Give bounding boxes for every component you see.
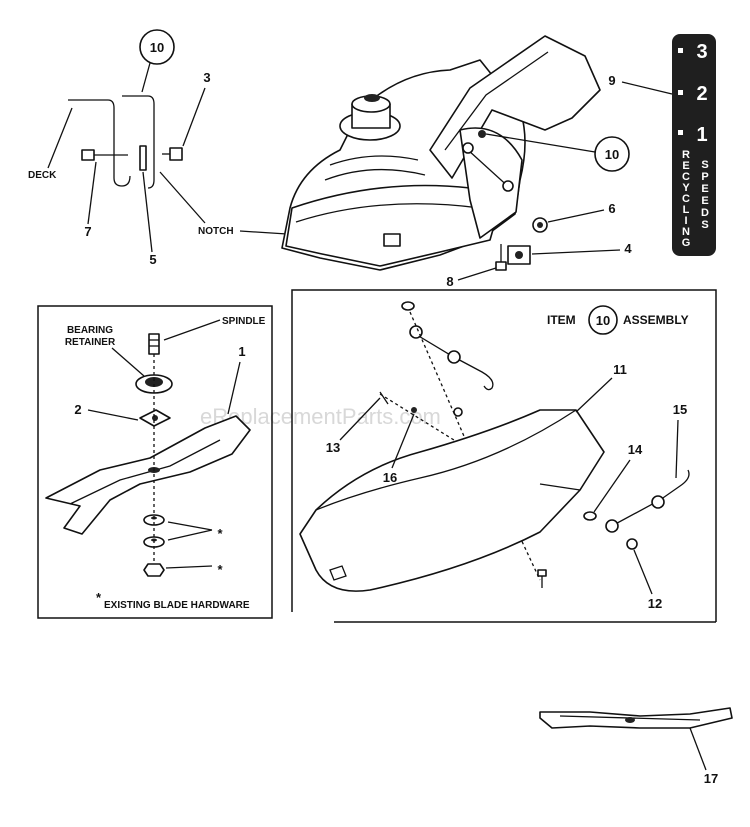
callout-11: 11 <box>613 362 627 377</box>
label-item-number: 10 <box>596 313 610 328</box>
callout-7: 7 <box>84 224 91 239</box>
decal-recycling-letter: I <box>684 215 687 227</box>
assembly-box-frame <box>291 289 717 622</box>
bracket-4 <box>507 245 531 265</box>
blade-nut <box>143 563 165 577</box>
decal-recycling-letter: N <box>682 226 690 238</box>
callout-10-mid: 10 <box>485 133 630 172</box>
bolt-7 <box>81 149 128 161</box>
decal-speeds-letter: P <box>701 171 708 183</box>
notch-rod <box>122 95 155 189</box>
callout-14: 14 <box>628 442 643 457</box>
callout-15: 15 <box>673 402 687 417</box>
item-assembly-heading: ITEM 10 ASSEMBLY <box>547 305 689 335</box>
nut-6 <box>532 217 548 233</box>
callout-9: 9 <box>608 73 615 88</box>
blade-1 <box>45 415 251 535</box>
label-existing-hardware: EXISTING BLADE HARDWARE <box>104 600 250 611</box>
decal-recycling-letter: E <box>682 160 689 172</box>
callout-6: 6 <box>608 201 615 216</box>
label-bearing: BEARING <box>67 325 113 336</box>
decal-recycling-letter: R <box>682 149 690 161</box>
label-item: ITEM <box>547 313 576 327</box>
decal-recycling-letter: C <box>682 193 690 205</box>
label-retainer: RETAINER <box>65 337 116 348</box>
blade-hardware-box <box>37 305 273 619</box>
existing-star: * <box>96 590 102 605</box>
decal-speed-3: 3 <box>696 41 707 63</box>
callout-12: 12 <box>648 596 662 611</box>
spindle-part <box>148 333 160 355</box>
decal-speeds-letter: D <box>701 207 709 219</box>
rod-assembly <box>68 95 183 189</box>
bolt-8 <box>495 244 507 271</box>
decal-recycling-letter: C <box>682 171 690 183</box>
baffle-11 <box>299 409 605 592</box>
mower-deck <box>281 35 601 271</box>
star-marker-2: * <box>217 562 223 577</box>
callout-8: 8 <box>446 274 453 289</box>
decal-speeds-letter: E <box>701 183 708 195</box>
callout-1: 1 <box>238 344 245 359</box>
decal-recycling-letter: Y <box>682 182 690 194</box>
callout-5: 5 <box>149 252 156 267</box>
label-spindle: SPINDLE <box>222 316 266 327</box>
callout-3: 3 <box>203 70 210 85</box>
label-assembly: ASSEMBLY <box>623 313 689 327</box>
callout-16: 16 <box>383 470 397 485</box>
callout-17: 17 <box>704 771 718 786</box>
callout-13: 13 <box>326 440 340 455</box>
decal-speed-1: 1 <box>696 124 707 146</box>
callout-10-top: 10 <box>139 29 175 93</box>
star-marker-1: * <box>217 526 223 541</box>
decal-recycling-letter: G <box>682 237 691 249</box>
nut-3 <box>162 147 183 161</box>
decal-background <box>672 34 716 256</box>
deck-hook-rod <box>68 99 131 187</box>
blade-assembly <box>45 333 251 577</box>
label-deck: DECK <box>28 170 57 181</box>
callout-10-top-text: 10 <box>150 40 164 55</box>
washer-5 <box>139 145 147 171</box>
callout-4: 4 <box>624 241 632 256</box>
label-notch: NOTCH <box>198 226 234 237</box>
decal-speeds-letter: S <box>701 219 708 231</box>
baffle-assembly <box>299 301 690 592</box>
replacement-blade-17 <box>539 707 733 729</box>
decal-speeds-letter: E <box>701 195 708 207</box>
decal-recycling-letter: L <box>683 204 690 216</box>
callout-10-mid-text: 10 <box>605 147 619 162</box>
decal-speeds-letter: S <box>701 159 708 171</box>
callout-2: 2 <box>74 402 81 417</box>
decal-speed-2: 2 <box>696 83 707 105</box>
